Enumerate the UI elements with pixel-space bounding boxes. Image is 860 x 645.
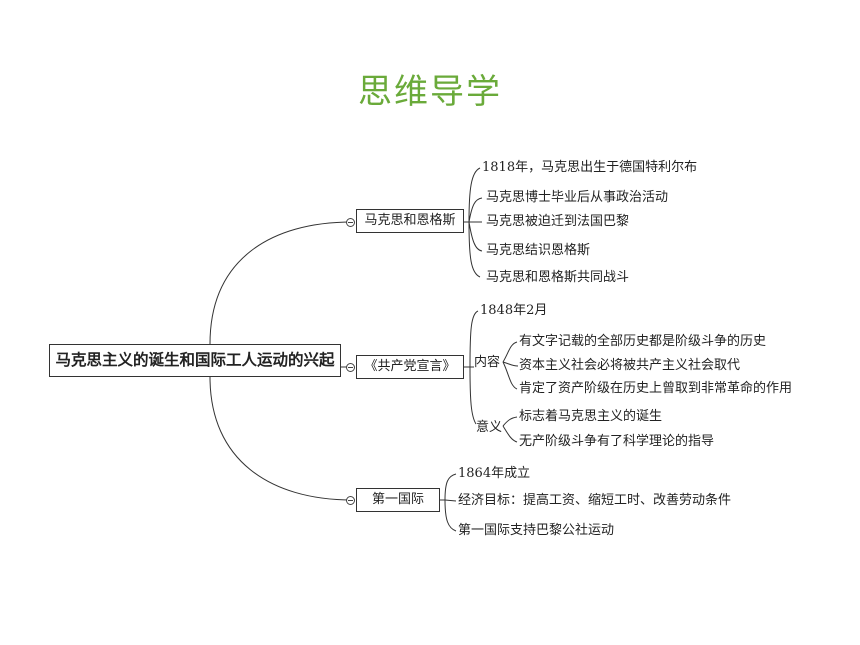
leaf-item: 无产阶级斗争有了科学理论的指导 xyxy=(519,434,715,449)
leaf-item: 马克思结识恩格斯 xyxy=(486,243,591,258)
sub-topic-significance: 意义 xyxy=(476,420,503,435)
connector-root-branch-1 xyxy=(209,221,353,345)
leaf-item: 有文字记载的全部历史都是阶级斗争的历史 xyxy=(519,334,767,349)
branch-marx-engels[interactable]: 马克思和恩格斯 xyxy=(356,209,464,233)
leaf-item: 马克思和恩格斯共同战斗 xyxy=(486,270,630,285)
leaf-item: 肯定了资产阶级在历史上曾取到非常革命的作用 xyxy=(519,381,793,396)
leaf-item: 1864年成立 xyxy=(458,466,531,481)
leaf-item: 马克思博士毕业后从事政治活动 xyxy=(486,190,669,205)
sub-topic-content: 内容 xyxy=(474,355,501,370)
collapse-toggle-icon[interactable] xyxy=(346,218,355,227)
collapse-toggle-icon[interactable] xyxy=(346,496,355,505)
leaf-item: 经济目标：提高工资、缩短工时、改善劳动条件 xyxy=(458,493,732,508)
branch-first-international[interactable]: 第一国际 xyxy=(356,488,440,512)
page-title: 思维导学 xyxy=(358,72,502,112)
leaf-item: 资本主义社会必将被共产主义社会取代 xyxy=(519,358,741,373)
leaf-item: 第一国际支持巴黎公社运动 xyxy=(458,523,615,538)
leaf-item: 标志着马克思主义的诞生 xyxy=(519,409,663,424)
leaf-item: 马克思被迫迁到法国巴黎 xyxy=(486,214,630,229)
leaf-item: 1848年2月 xyxy=(480,303,548,318)
root-topic[interactable]: 马克思主义的诞生和国际工人运动的兴起 xyxy=(49,344,341,377)
connector-root-branch-3 xyxy=(209,376,353,501)
branch-communist-manifesto[interactable]: 《共产党宣言》 xyxy=(356,355,464,379)
collapse-toggle-icon[interactable] xyxy=(346,363,355,372)
connector-b1-item-1 xyxy=(468,167,481,223)
leaf-item: 1818年，马克思出生于德国特利尔布 xyxy=(482,160,698,175)
